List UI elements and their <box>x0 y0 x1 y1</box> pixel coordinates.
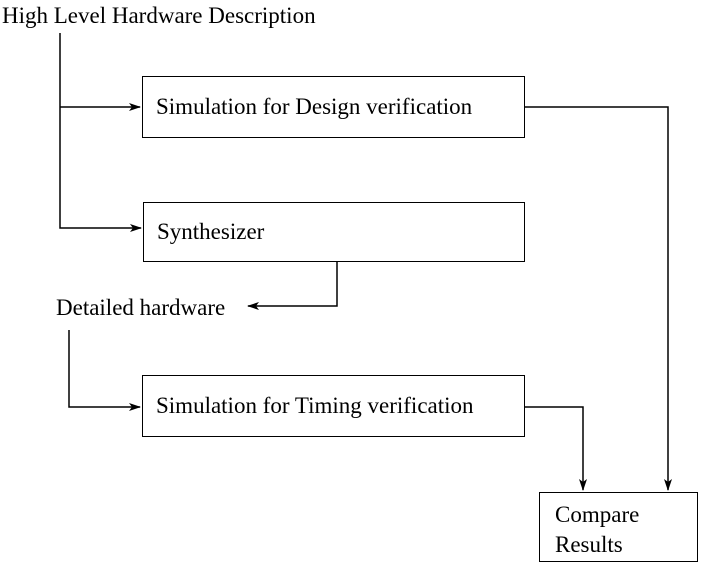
node-synthesizer-label: Synthesizer <box>157 219 265 245</box>
node-simulation-timing-verification: Simulation for Timing verification <box>142 375 525 437</box>
node-simulation-design-verification-label: Simulation for Design verification <box>156 94 473 120</box>
connector-sim-timing-to-compare <box>525 406 587 491</box>
node-simulation-timing-verification-label: Simulation for Timing verification <box>156 393 474 419</box>
connector-sim-design-to-compare <box>525 106 672 491</box>
node-synthesizer: Synthesizer <box>143 202 525 262</box>
diagram-title-high-level-hardware-description: High Level Hardware Description <box>2 3 316 28</box>
connector-detailed-hardware-to-sim-timing <box>68 330 141 411</box>
connector-synthesizer-to-detailed-hardware <box>247 262 338 310</box>
label-detailed-hardware: Detailed hardware <box>56 295 226 320</box>
node-simulation-design-verification: Simulation for Design verification <box>142 76 525 138</box>
node-compare-results: Compare Results <box>539 492 698 562</box>
node-compare-results-label-line1: Compare <box>555 502 640 527</box>
node-compare-results-label-line2: Results <box>555 532 623 557</box>
connector-title-to-synthesizer <box>59 33 142 232</box>
